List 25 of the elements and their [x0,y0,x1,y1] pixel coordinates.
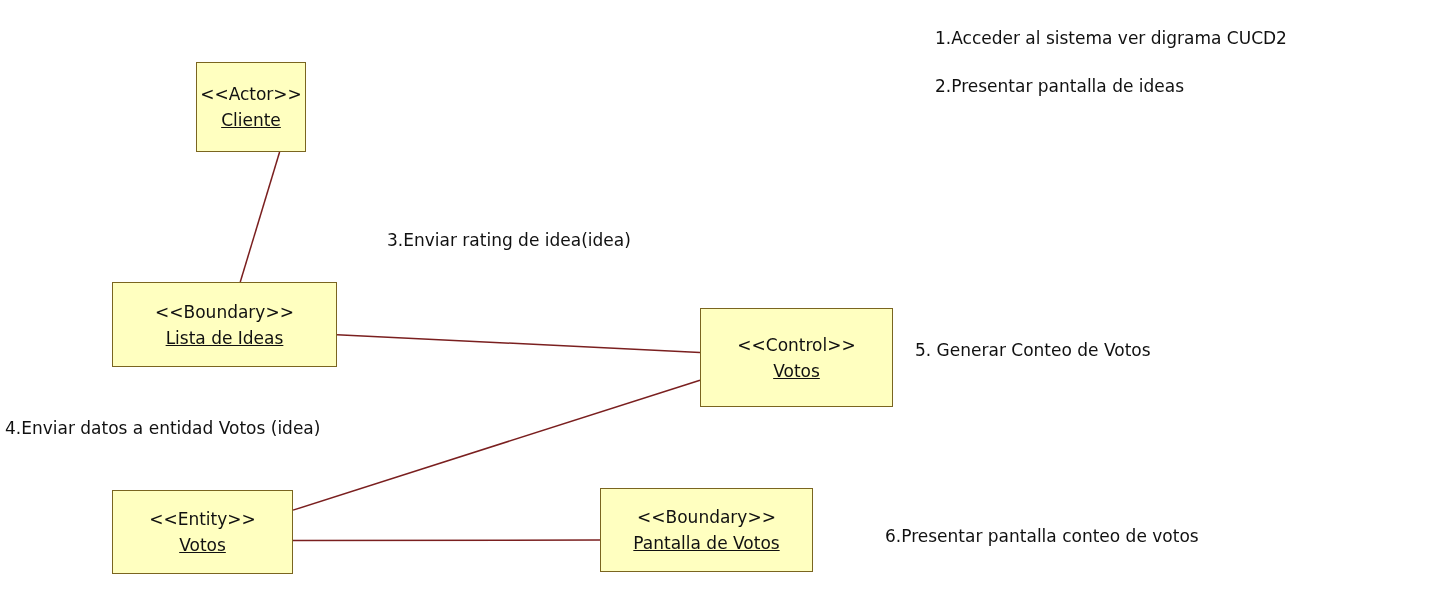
message-label: 5. Generar Conteo de Votos [915,340,1151,360]
message-label: 2.Presentar pantalla de ideas [935,76,1185,96]
object-name: Pantalla de Votos [633,532,780,555]
connector-line [336,333,701,354]
object-box [600,488,813,572]
stereotype-text: <<Control>> [737,333,856,357]
object-box [112,282,337,367]
object-name: Votos [179,534,226,557]
stereotype-text: <<Boundary>> [637,506,776,529]
stereotype-text: <<Actor>> [200,83,302,106]
connector-line [239,151,281,283]
object-box [112,490,293,574]
object-name: Votos [773,359,820,383]
object-name: Cliente [221,109,281,132]
message-label: 3.Enviar rating de idea(idea) [387,230,631,250]
stereotype-text: <<Boundary>> [155,300,294,324]
message-label: 4.Enviar datos a entidad Votos (idea) [5,418,321,438]
message-label: 6.Presentar pantalla conteo de votos [885,526,1199,546]
connector-line [292,539,601,542]
object-box [700,308,893,407]
message-label: 1.Acceder al sistema ver digrama CUCD2 [935,28,1287,48]
object-name: Lista de Ideas [165,326,284,350]
stereotype-text: <<Entity>> [149,508,256,531]
connector-line [292,379,701,511]
object-box [196,62,306,152]
